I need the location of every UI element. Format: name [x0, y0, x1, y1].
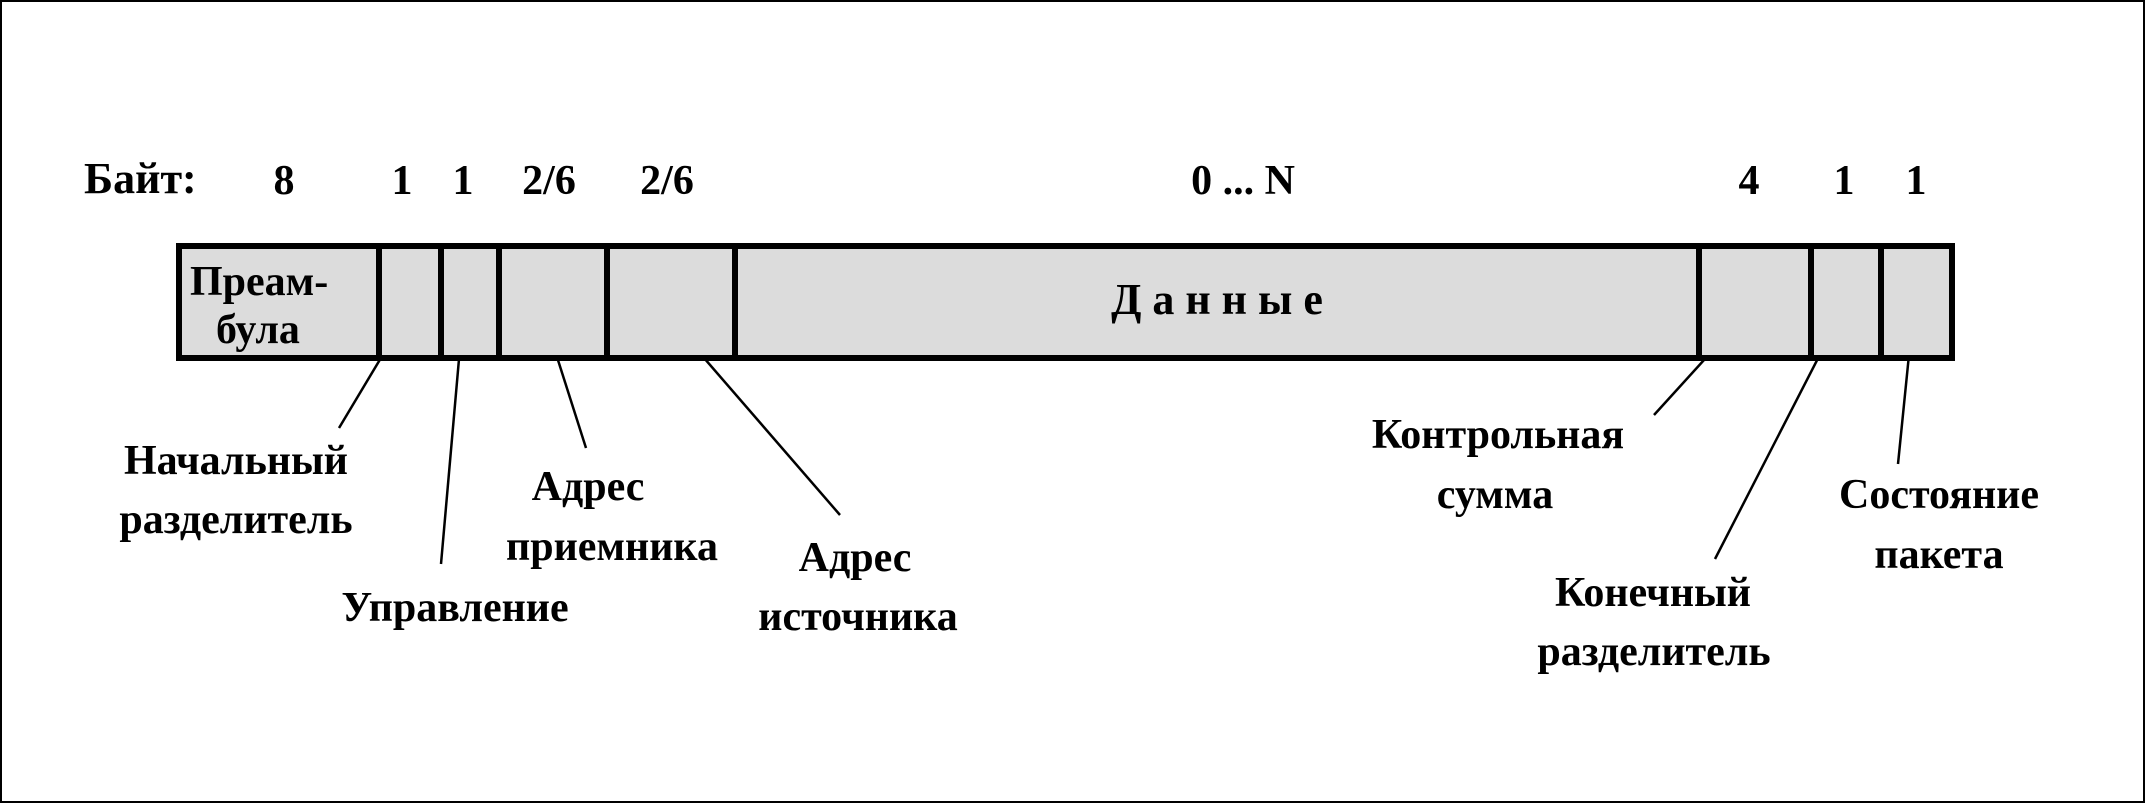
callout-end-delimiter-line-2: разделитель [1537, 629, 1771, 675]
callout-dest-address-line-2: приемника [506, 524, 718, 570]
byte-count-control: 1 [452, 158, 474, 204]
byte-label: Байт: [84, 154, 197, 203]
field-data: Д а н н ы е [732, 243, 1702, 361]
callout-src-address-line-2: источника [758, 594, 958, 640]
byte-count-preamble: 8 [273, 158, 295, 204]
callout-checksum-line-2: сумма [1436, 472, 1554, 518]
field-preamble: Преам- була [176, 243, 382, 361]
callout-end-delimiter-line-1: Конечный [1554, 570, 1752, 616]
field-status [1878, 243, 1955, 361]
preamble-label-line-1: Преам- [190, 259, 329, 305]
field-start-delimiter [376, 243, 444, 361]
preamble-label-line-2: була [216, 307, 300, 353]
field-checksum [1696, 243, 1814, 361]
byte-count-start-delimiter: 1 [391, 158, 413, 204]
callout-dest-address-line-1: Адрес [531, 464, 645, 510]
callout-start-delimiter-line-2: разделитель [119, 497, 353, 543]
byte-count-end-delimiter: 1 [1833, 158, 1855, 204]
callout-start-delimiter-line-1: Начальный [123, 438, 349, 484]
byte-count-status: 1 [1905, 158, 1927, 204]
callout-status-line-2: пакета [1874, 532, 2004, 578]
callout-src-address-line-1: Адрес [798, 535, 912, 581]
byte-count-src-address: 2/6 [640, 158, 694, 204]
field-control [438, 243, 502, 361]
callout-status-line-1: Состояние [1838, 472, 2040, 518]
callout-checksum-line-1: Контрольная [1371, 412, 1625, 458]
byte-count-data: 0 ... N [1191, 158, 1295, 204]
callout-control: Управление [341, 585, 569, 631]
field-end-delimiter [1808, 243, 1884, 361]
data-label: Д а н н ы е [1111, 275, 1323, 324]
field-src-address [604, 243, 738, 361]
field-dest-address [496, 243, 610, 361]
byte-count-checksum: 4 [1738, 158, 1760, 204]
byte-count-dest-address: 2/6 [522, 158, 576, 204]
